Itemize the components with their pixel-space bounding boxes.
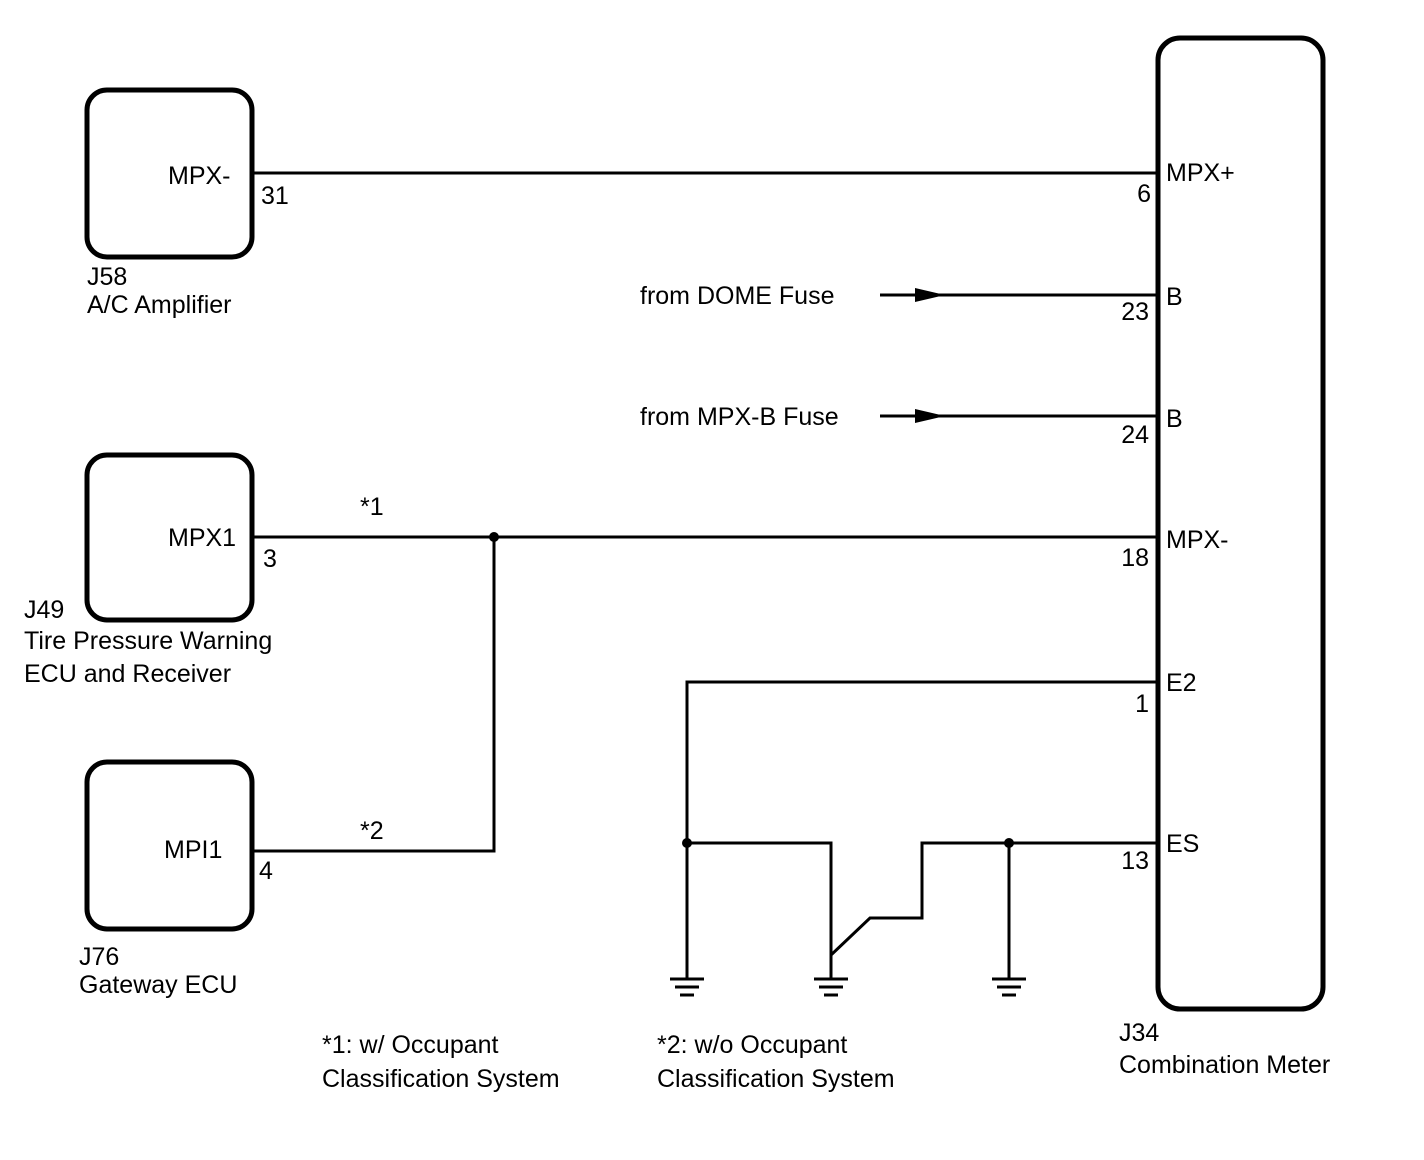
j76-pin-number: 4 xyxy=(259,857,273,885)
j34-code: J34 xyxy=(1119,1019,1159,1047)
j34-pin-number-6: 6 xyxy=(1137,180,1151,208)
component-j58: MPX- 31 J58 A/C Amplifier xyxy=(84,87,289,319)
component-j49: MPX1 3 J49 Tire Pressure Warning ECU and… xyxy=(24,452,277,688)
note-2: *2: w/o Occupant Classification System xyxy=(657,1031,895,1093)
j34-pin-number-18: 18 xyxy=(1121,544,1149,572)
j58-code: J58 xyxy=(87,263,127,291)
j49-pin-name: MPX1 xyxy=(168,524,236,552)
j49-name-line1: Tire Pressure Warning xyxy=(24,627,272,655)
source-mpxb-fuse: from MPX-B Fuse xyxy=(640,403,1158,431)
j34-box xyxy=(1155,35,1326,1012)
j76-code: J76 xyxy=(79,943,119,971)
j34-pin-name-e2: E2 xyxy=(1166,669,1197,697)
j34-name: Combination Meter xyxy=(1119,1051,1330,1079)
mpxb-fuse-label: from MPX-B Fuse xyxy=(640,403,839,431)
note2-line1: *2: w/o Occupant xyxy=(657,1031,847,1059)
ground-icon xyxy=(814,977,848,997)
j58-name: A/C Amplifier xyxy=(87,291,231,319)
wire-es xyxy=(829,841,1158,978)
j58-pin-number: 31 xyxy=(261,182,289,210)
note2-line2: Classification System xyxy=(657,1065,895,1093)
component-j34: MPX+ 6 B 23 B 24 MPX- 18 E2 1 ES 13 J34 … xyxy=(1119,35,1330,1079)
j58-pin-name: MPX- xyxy=(168,162,231,190)
j76-box xyxy=(84,759,255,932)
note-1: *1: w/ Occupant Classification System xyxy=(322,1031,560,1093)
j34-pin-name-mpx-minus: MPX- xyxy=(1166,526,1229,554)
j34-pin-name-b-23: B xyxy=(1166,283,1183,311)
wire-mark-star1: *1 xyxy=(360,493,384,521)
wire-e2-branch xyxy=(687,841,833,955)
ground-icon xyxy=(992,977,1026,997)
j49-code: J49 xyxy=(24,596,64,624)
j34-pin-name-b-24: B xyxy=(1166,405,1183,433)
dome-fuse-label: from DOME Fuse xyxy=(640,282,834,310)
j34-pin-name-es: ES xyxy=(1166,830,1199,858)
wire-mark-star2: *2 xyxy=(360,817,384,845)
dome-fuse-arrow xyxy=(915,288,945,302)
mpxb-fuse-arrow xyxy=(915,409,945,423)
j34-pin-number-24: 24 xyxy=(1121,421,1149,449)
ground-icon xyxy=(670,977,704,997)
component-j76: MPI1 4 J76 Gateway ECU xyxy=(79,759,273,999)
j34-pin-number-23: 23 xyxy=(1121,298,1149,326)
j76-name: Gateway ECU xyxy=(79,971,237,999)
j49-pin-number: 3 xyxy=(263,545,277,573)
j34-pin-number-1: 1 xyxy=(1135,690,1149,718)
note1-line2: Classification System xyxy=(322,1065,560,1093)
note1-line1: *1: w/ Occupant xyxy=(322,1031,499,1059)
j34-pin-name-mpx-plus: MPX+ xyxy=(1166,159,1235,187)
wire-mpi1 xyxy=(252,537,496,853)
wire-e2 xyxy=(685,680,1158,978)
j49-name-line2: ECU and Receiver xyxy=(24,660,231,688)
source-dome-fuse: from DOME Fuse xyxy=(640,282,1158,310)
j34-pin-number-13: 13 xyxy=(1121,847,1149,875)
j76-pin-name: MPI1 xyxy=(164,836,222,864)
